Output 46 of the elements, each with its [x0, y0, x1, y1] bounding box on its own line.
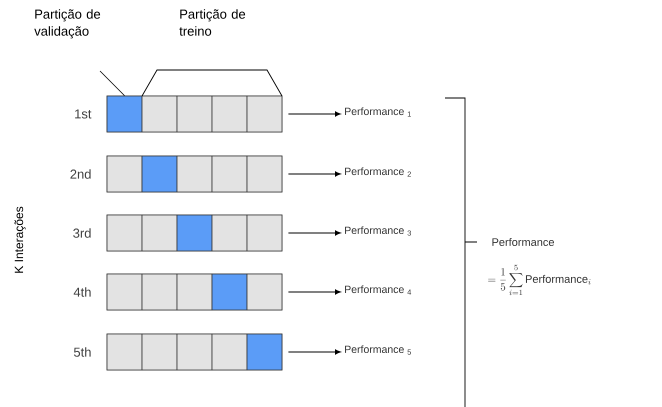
- fold-cell: [142, 214, 178, 252]
- partition-label: Partição de validação: [34, 9, 100, 38]
- fold-cell: [142, 274, 178, 310]
- arrow: [288, 111, 341, 117]
- fold-cell: [106, 156, 142, 192]
- fold-cell: [246, 274, 282, 310]
- partition-label: Partição de treino: [179, 9, 246, 36]
- fold-cell: [212, 274, 248, 310]
- fold-cell: [212, 214, 248, 252]
- arrow: [288, 289, 341, 295]
- iteration-label: 5th: [74, 347, 91, 357]
- arrow: [288, 349, 341, 355]
- result-label: Performance: [492, 238, 554, 246]
- performance-label: Performance $_{4}$: [345, 285, 412, 295]
- fold-cell: [106, 96, 142, 132]
- fold-cell: [106, 334, 142, 370]
- fold-cell: [176, 334, 212, 370]
- fold-cell: [212, 334, 248, 370]
- fold-cell: [212, 96, 248, 132]
- axis-label: K Interações: [14, 206, 26, 273]
- fold-cell: [246, 156, 282, 192]
- leader-line: [100, 70, 125, 96]
- performance-label: Performance $_{5}$: [345, 345, 411, 355]
- iteration-label: 3rd: [73, 228, 91, 238]
- performance-label: Performance $_{3}$: [345, 226, 411, 236]
- fold-cell: [212, 156, 248, 192]
- iteration-label: 2nd: [70, 169, 91, 179]
- fold-cell: [142, 334, 178, 370]
- fold-cell: [142, 96, 178, 132]
- performance-label: Performance $_{2}$: [345, 167, 411, 177]
- average-formula: $= \frac{1}{5}\sum_{i=1}^{5} \mathrm{Performance}_{i}$: [488, 264, 591, 296]
- arrow: [288, 171, 341, 177]
- fold-cell: [246, 214, 282, 252]
- fold-cell: [142, 156, 178, 192]
- arrow: [288, 230, 341, 236]
- fold-cell: [176, 214, 212, 252]
- iteration-label: 4th: [74, 287, 91, 297]
- fold-cell: [176, 156, 212, 192]
- performance-label: Performance $_{1}$: [345, 107, 411, 117]
- iteration-label: 1st: [75, 109, 92, 119]
- fold-cell: [106, 214, 142, 252]
- fold-cell: [246, 334, 282, 370]
- fold-cell: [176, 274, 212, 310]
- fold-cell: [176, 96, 212, 132]
- fold-cell: [246, 96, 282, 132]
- fold-cell: [106, 274, 142, 310]
